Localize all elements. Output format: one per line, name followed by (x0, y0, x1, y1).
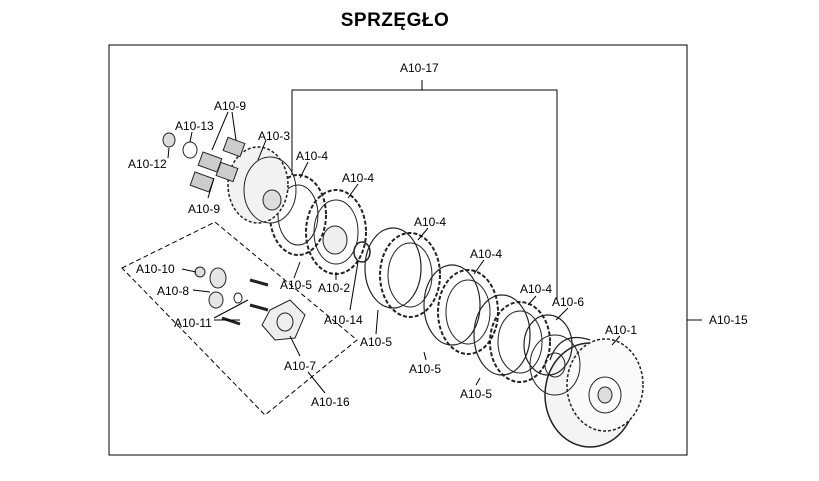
label-a10-4-b: A10-4 (342, 171, 374, 185)
label-a10-7: A10-7 (284, 359, 316, 373)
diagram-title: SPRZĘGŁO (340, 10, 450, 31)
label-a10-13: A10-13 (175, 119, 214, 133)
label-a10-11: A10-11 (174, 316, 212, 330)
clutch-hub-part (322, 225, 348, 255)
leader-lines (167, 111, 621, 386)
nut-part (162, 132, 176, 148)
label-a10-5-a: A10-5 (280, 278, 312, 292)
label-a10-5-c: A10-5 (409, 362, 441, 376)
clutch-housing-part (529, 334, 644, 448)
label-a10-5-d: A10-5 (460, 387, 492, 401)
label-a10-1: A10-1 (605, 323, 637, 337)
thrust-washer-part (523, 314, 573, 376)
circlip-part (353, 241, 371, 263)
bracket-a10-17 (291, 80, 558, 300)
label-a10-10: A10-10 (136, 262, 175, 276)
label-a10-15: A10-15 (709, 313, 748, 327)
label-a10-14: A10-14 (324, 313, 363, 327)
label-a10-9-top: A10-9 (214, 99, 246, 113)
label-a10-3: A10-3 (258, 129, 290, 143)
clutch-springs-part (189, 136, 246, 193)
pressure-plate-part (227, 146, 297, 224)
label-a10-4-d: A10-4 (470, 247, 502, 261)
label-a10-4-e: A10-4 (520, 282, 552, 296)
label-a10-2: A10-2 (318, 281, 350, 295)
label-a10-5-b: A10-5 (360, 335, 392, 349)
leader-a10-16 (307, 371, 326, 394)
label-a10-4-c: A10-4 (414, 215, 446, 229)
label-a10-16: A10-16 (311, 395, 350, 409)
label-a10-6: A10-6 (552, 295, 584, 309)
lifter-parts (194, 266, 306, 341)
clutch-plate-stack (269, 174, 551, 383)
washer-part (182, 141, 198, 159)
label-a10-9-bottom: A10-9 (188, 202, 220, 216)
diagram-frame (108, 44, 688, 456)
label-a10-8: A10-8 (157, 284, 189, 298)
label-a10-17: A10-17 (400, 61, 439, 75)
label-a10-4-a: A10-4 (296, 149, 328, 163)
subassembly-box-a10-16 (121, 221, 358, 416)
label-a10-12: A10-12 (128, 157, 167, 171)
